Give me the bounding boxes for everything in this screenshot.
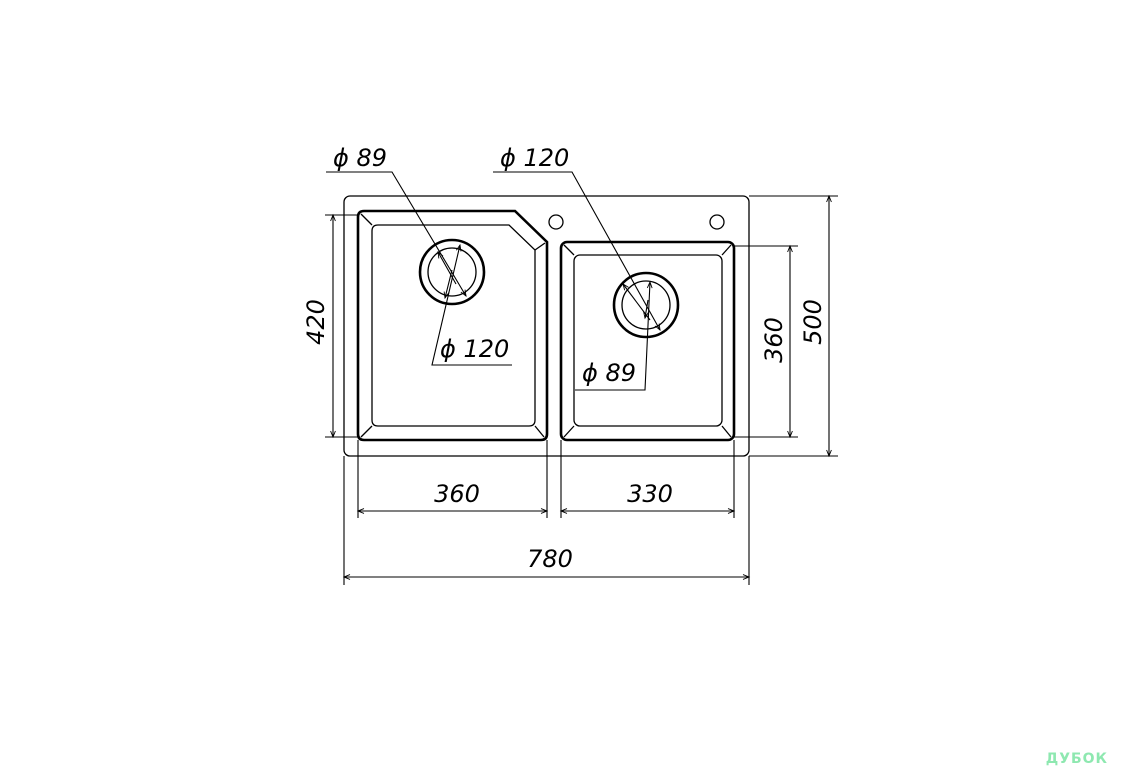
svg-text:360: 360 [434,480,480,508]
dimension-330: 330 [559,480,736,514]
left-drain-inner-label: ϕ 120 [440,335,509,363]
dimension-360-height: 360 [760,244,793,439]
dimension-360-width: 360 [356,480,549,514]
watermark-logo: ДУБОК [1045,751,1108,767]
right-drain-dimensions: ϕ 120 ϕ 89 [493,144,661,391]
svg-text:780: 780 [527,545,573,573]
dimension-780: 780 [342,545,751,580]
left-drain-dimensions: ϕ 89 ϕ 120 [326,144,512,366]
right-bowl [559,240,736,442]
left-bowl [356,209,549,442]
left-drain-outer-label: ϕ 89 [333,144,387,172]
svg-text:500: 500 [799,299,827,345]
svg-text:420: 420 [302,299,330,345]
dimension-500: 500 [799,194,832,458]
tap-hole-icon [548,214,564,230]
tap-hole-icon [709,214,725,230]
right-drain-inner-label: ϕ 89 [582,359,636,387]
right-drain-outer-label: ϕ 120 [500,144,569,172]
dimension-420: 420 [302,213,336,439]
svg-text:360: 360 [760,317,788,363]
svg-text:330: 330 [627,480,673,508]
